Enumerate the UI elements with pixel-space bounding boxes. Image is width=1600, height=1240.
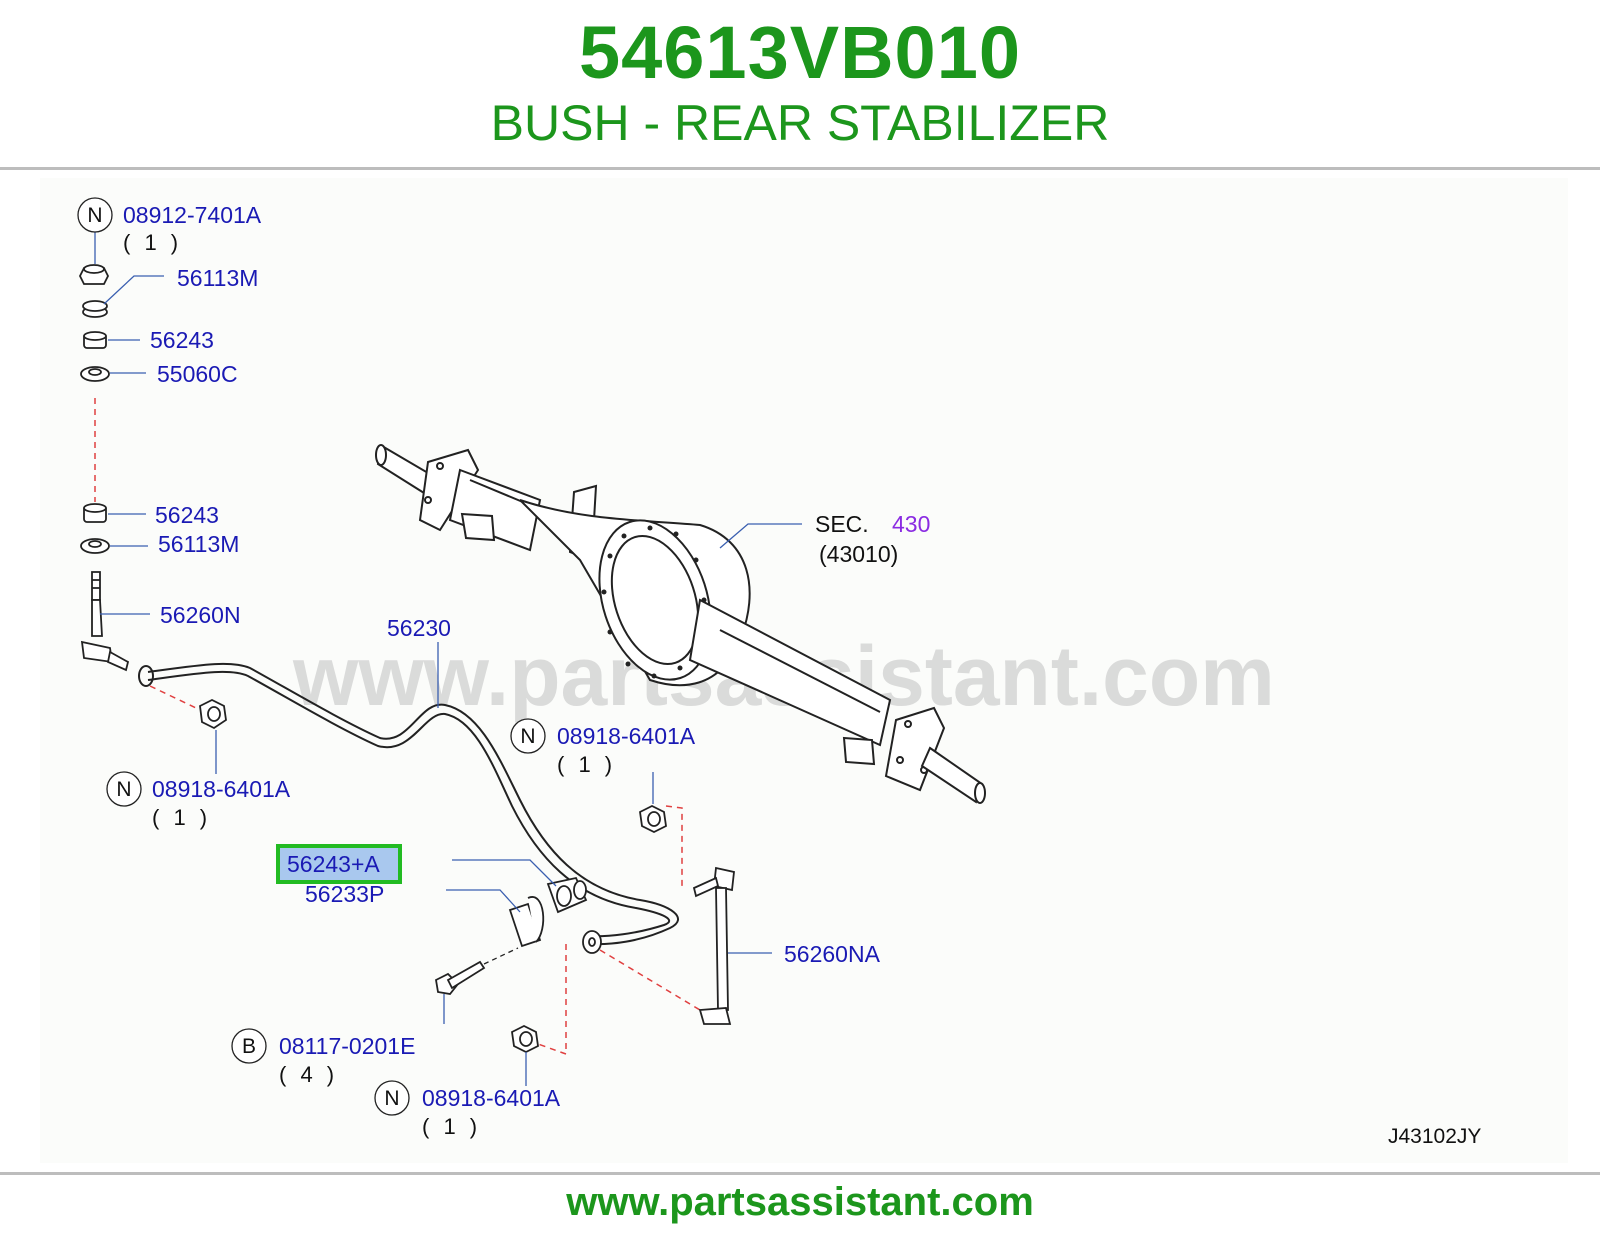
footer-divider (0, 1172, 1600, 1175)
bush-56243-mid-part[interactable] (83, 503, 107, 523)
diagram-code: J43102JY (1388, 1125, 1481, 1148)
callout-08117-0201e[interactable]: 08117-0201E (279, 1033, 415, 1059)
callout-56113m-top[interactable]: 56113M (177, 265, 258, 291)
bush-56113m-mid-part[interactable] (80, 538, 110, 554)
sec-label: SEC. (815, 511, 869, 537)
leader-lines (94, 232, 802, 1086)
page-header: 54613VB010 BUSH - REAR STABILIZER (0, 0, 1600, 168)
callout-bolt[interactable]: B 08117-0201E ( 4 ) (231, 1028, 415, 1087)
badge-n-letter: N (520, 725, 535, 748)
alignment-dash-left-nut (149, 685, 197, 709)
badge-n-letter: N (384, 1087, 399, 1110)
badge-n-letter: N (87, 204, 102, 227)
callout-56233p[interactable]: 56233P (305, 881, 384, 907)
nut-right-part[interactable] (639, 804, 667, 834)
qty-nut-bottom: ( 1 ) (422, 1114, 481, 1139)
nut-bottom-part[interactable] (511, 1024, 539, 1054)
callout-nut-left[interactable]: N 08918-6401A ( 1 ) (106, 771, 291, 830)
bushing-clamp-assembly (508, 876, 602, 954)
bolt-dash (483, 947, 519, 965)
badge-n-circle (77, 197, 113, 233)
callout-56243-a[interactable]: 56243+A (287, 851, 380, 877)
alignment-dash-right-rod (599, 949, 701, 1011)
callout-56230[interactable]: 56230 (387, 615, 451, 641)
callout-56243-mid[interactable]: 56243 (155, 502, 219, 528)
header-divider (0, 167, 1600, 170)
footer-url-link[interactable]: www.partsassistant.com (566, 1180, 1034, 1224)
alignment-dash-right (665, 805, 683, 890)
callout-56243-top[interactable]: 56243 (150, 327, 214, 353)
callout-56260na[interactable]: 56260NA (784, 941, 881, 967)
section-reference[interactable]: SEC. 430 (43010) (815, 511, 930, 567)
nut-left-part[interactable] (199, 698, 227, 730)
callout-55060c[interactable]: 55060C (157, 361, 238, 387)
callout-08912-7401a[interactable]: 08912-7401A (123, 202, 262, 228)
callout-56260n[interactable]: 56260N (160, 602, 241, 628)
callout-top-nut[interactable]: N 08912-7401A ( 1 ) (77, 197, 262, 255)
callout-nut-bottom[interactable]: N 08918-6401A ( 1 ) (374, 1080, 561, 1139)
bush-56113m-top-part[interactable] (82, 300, 108, 318)
highlight-box (276, 844, 402, 884)
alignment-dash-bottom (537, 944, 567, 1056)
bush-56243-a-part[interactable] (546, 876, 588, 914)
badge-n-circle (510, 718, 546, 754)
callout-56243-a-highlight[interactable]: 56243+A (276, 844, 402, 884)
bolt-part[interactable] (435, 960, 486, 995)
part-number-title: 54613VB010 (578, 11, 1022, 94)
clamp-56233p-part[interactable] (508, 896, 545, 948)
stabilizer-bar-56230-part[interactable] (138, 662, 679, 946)
left-link-stack (78, 264, 130, 672)
callout-56113m-mid[interactable]: 56113M (158, 531, 239, 557)
rear-axle-housing[interactable] (375, 444, 986, 804)
parts-diagram: www.partsassistant.com (77, 197, 1481, 1148)
connecting-rod-56260n-part[interactable] (80, 571, 130, 672)
badge-b-circle (231, 1028, 267, 1064)
washer-55060c-part[interactable] (80, 366, 110, 382)
badge-n-letter: N (116, 778, 131, 801)
callout-nut-right[interactable]: N 08918-6401A ( 1 ) (510, 718, 696, 777)
sec-sub-number: (43010) (819, 541, 898, 567)
qty-nut-right: ( 1 ) (557, 752, 616, 777)
callout-08918-6401a-right[interactable]: 08918-6401A (557, 723, 696, 749)
nut-top[interactable] (78, 264, 110, 285)
qty-bolt: ( 4 ) (279, 1062, 338, 1087)
qty-nut-left: ( 1 ) (152, 805, 211, 830)
qty-top-nut: ( 1 ) (123, 230, 182, 255)
sec-number-link[interactable]: 430 (892, 511, 930, 537)
callout-08918-6401a-left[interactable]: 08918-6401A (152, 776, 291, 802)
bar-end-bush-part[interactable] (582, 930, 602, 954)
badge-n-circle (374, 1080, 410, 1116)
badge-b-letter: B (242, 1035, 256, 1058)
part-name-subtitle: BUSH - REAR STABILIZER (490, 95, 1110, 151)
badge-n-circle (106, 771, 142, 807)
bush-56243-top-part[interactable] (83, 331, 107, 349)
connecting-rod-56260na-part[interactable] (692, 866, 735, 1025)
callout-08918-6401a-bottom[interactable]: 08918-6401A (422, 1085, 561, 1111)
